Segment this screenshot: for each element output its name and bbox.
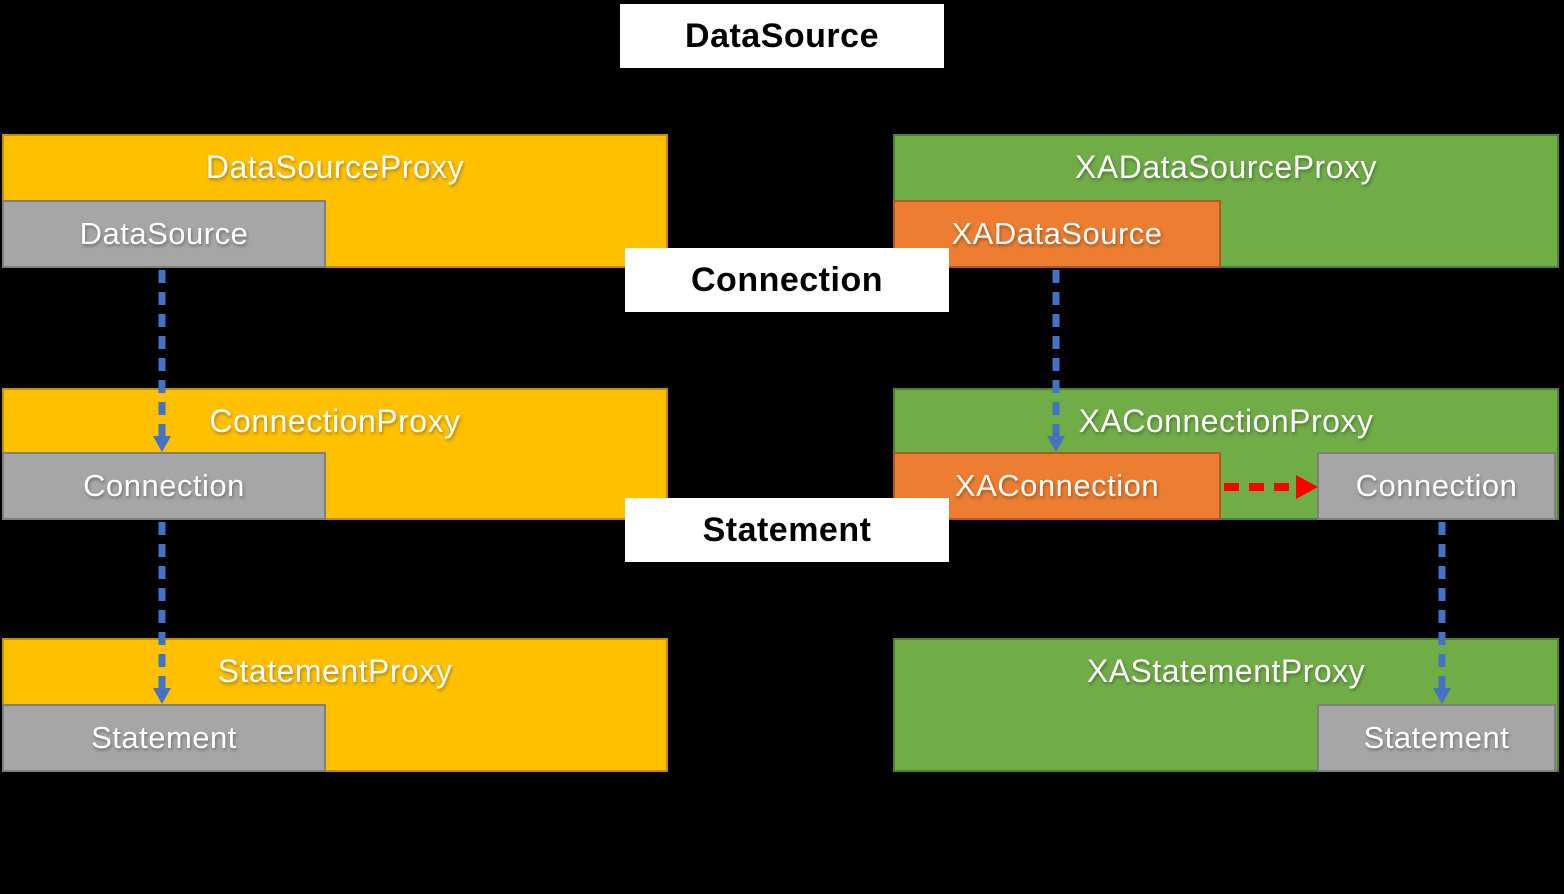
- datasource-wrapped-label: DataSource: [79, 216, 249, 251]
- statement-wrapped-box: Statement: [2, 704, 326, 772]
- connection-wrapped-label: Connection: [83, 468, 245, 503]
- datasourceproxy-label: DataSourceProxy: [205, 148, 465, 185]
- statementproxy-label: StatementProxy: [217, 652, 453, 689]
- connectionproxy-label: ConnectionProxy: [209, 402, 461, 439]
- stage-label-datasource: DataSource: [620, 4, 944, 68]
- xastatementproxy-label: XAStatementProxy: [1086, 652, 1366, 689]
- xa-connection-delegate-label: Connection: [1355, 468, 1518, 503]
- stage-label-connection: Connection: [625, 248, 949, 312]
- connection-wrapped-box: Connection: [2, 452, 326, 520]
- xa-statement-wrapped-box: Statement: [1317, 704, 1556, 772]
- xa-statement-wrapped-label: Statement: [1363, 720, 1510, 755]
- datasource-wrapped-box: DataSource: [2, 200, 326, 268]
- xaconnection-wrapped-label: XAConnection: [954, 468, 1160, 503]
- xadatasource-wrapped-label: XADataSource: [951, 216, 1163, 251]
- stage-label-statement: Statement: [625, 498, 949, 562]
- xaconnectionproxy-label: XAConnectionProxy: [1078, 402, 1374, 439]
- xa-connection-delegate-box: Connection: [1317, 452, 1556, 520]
- xadatasourceproxy-box: XADataSourceProxy: [893, 134, 1559, 268]
- statement-wrapped-label: Statement: [91, 720, 237, 755]
- xadatasourceproxy-label: XADataSourceProxy: [1075, 148, 1377, 185]
